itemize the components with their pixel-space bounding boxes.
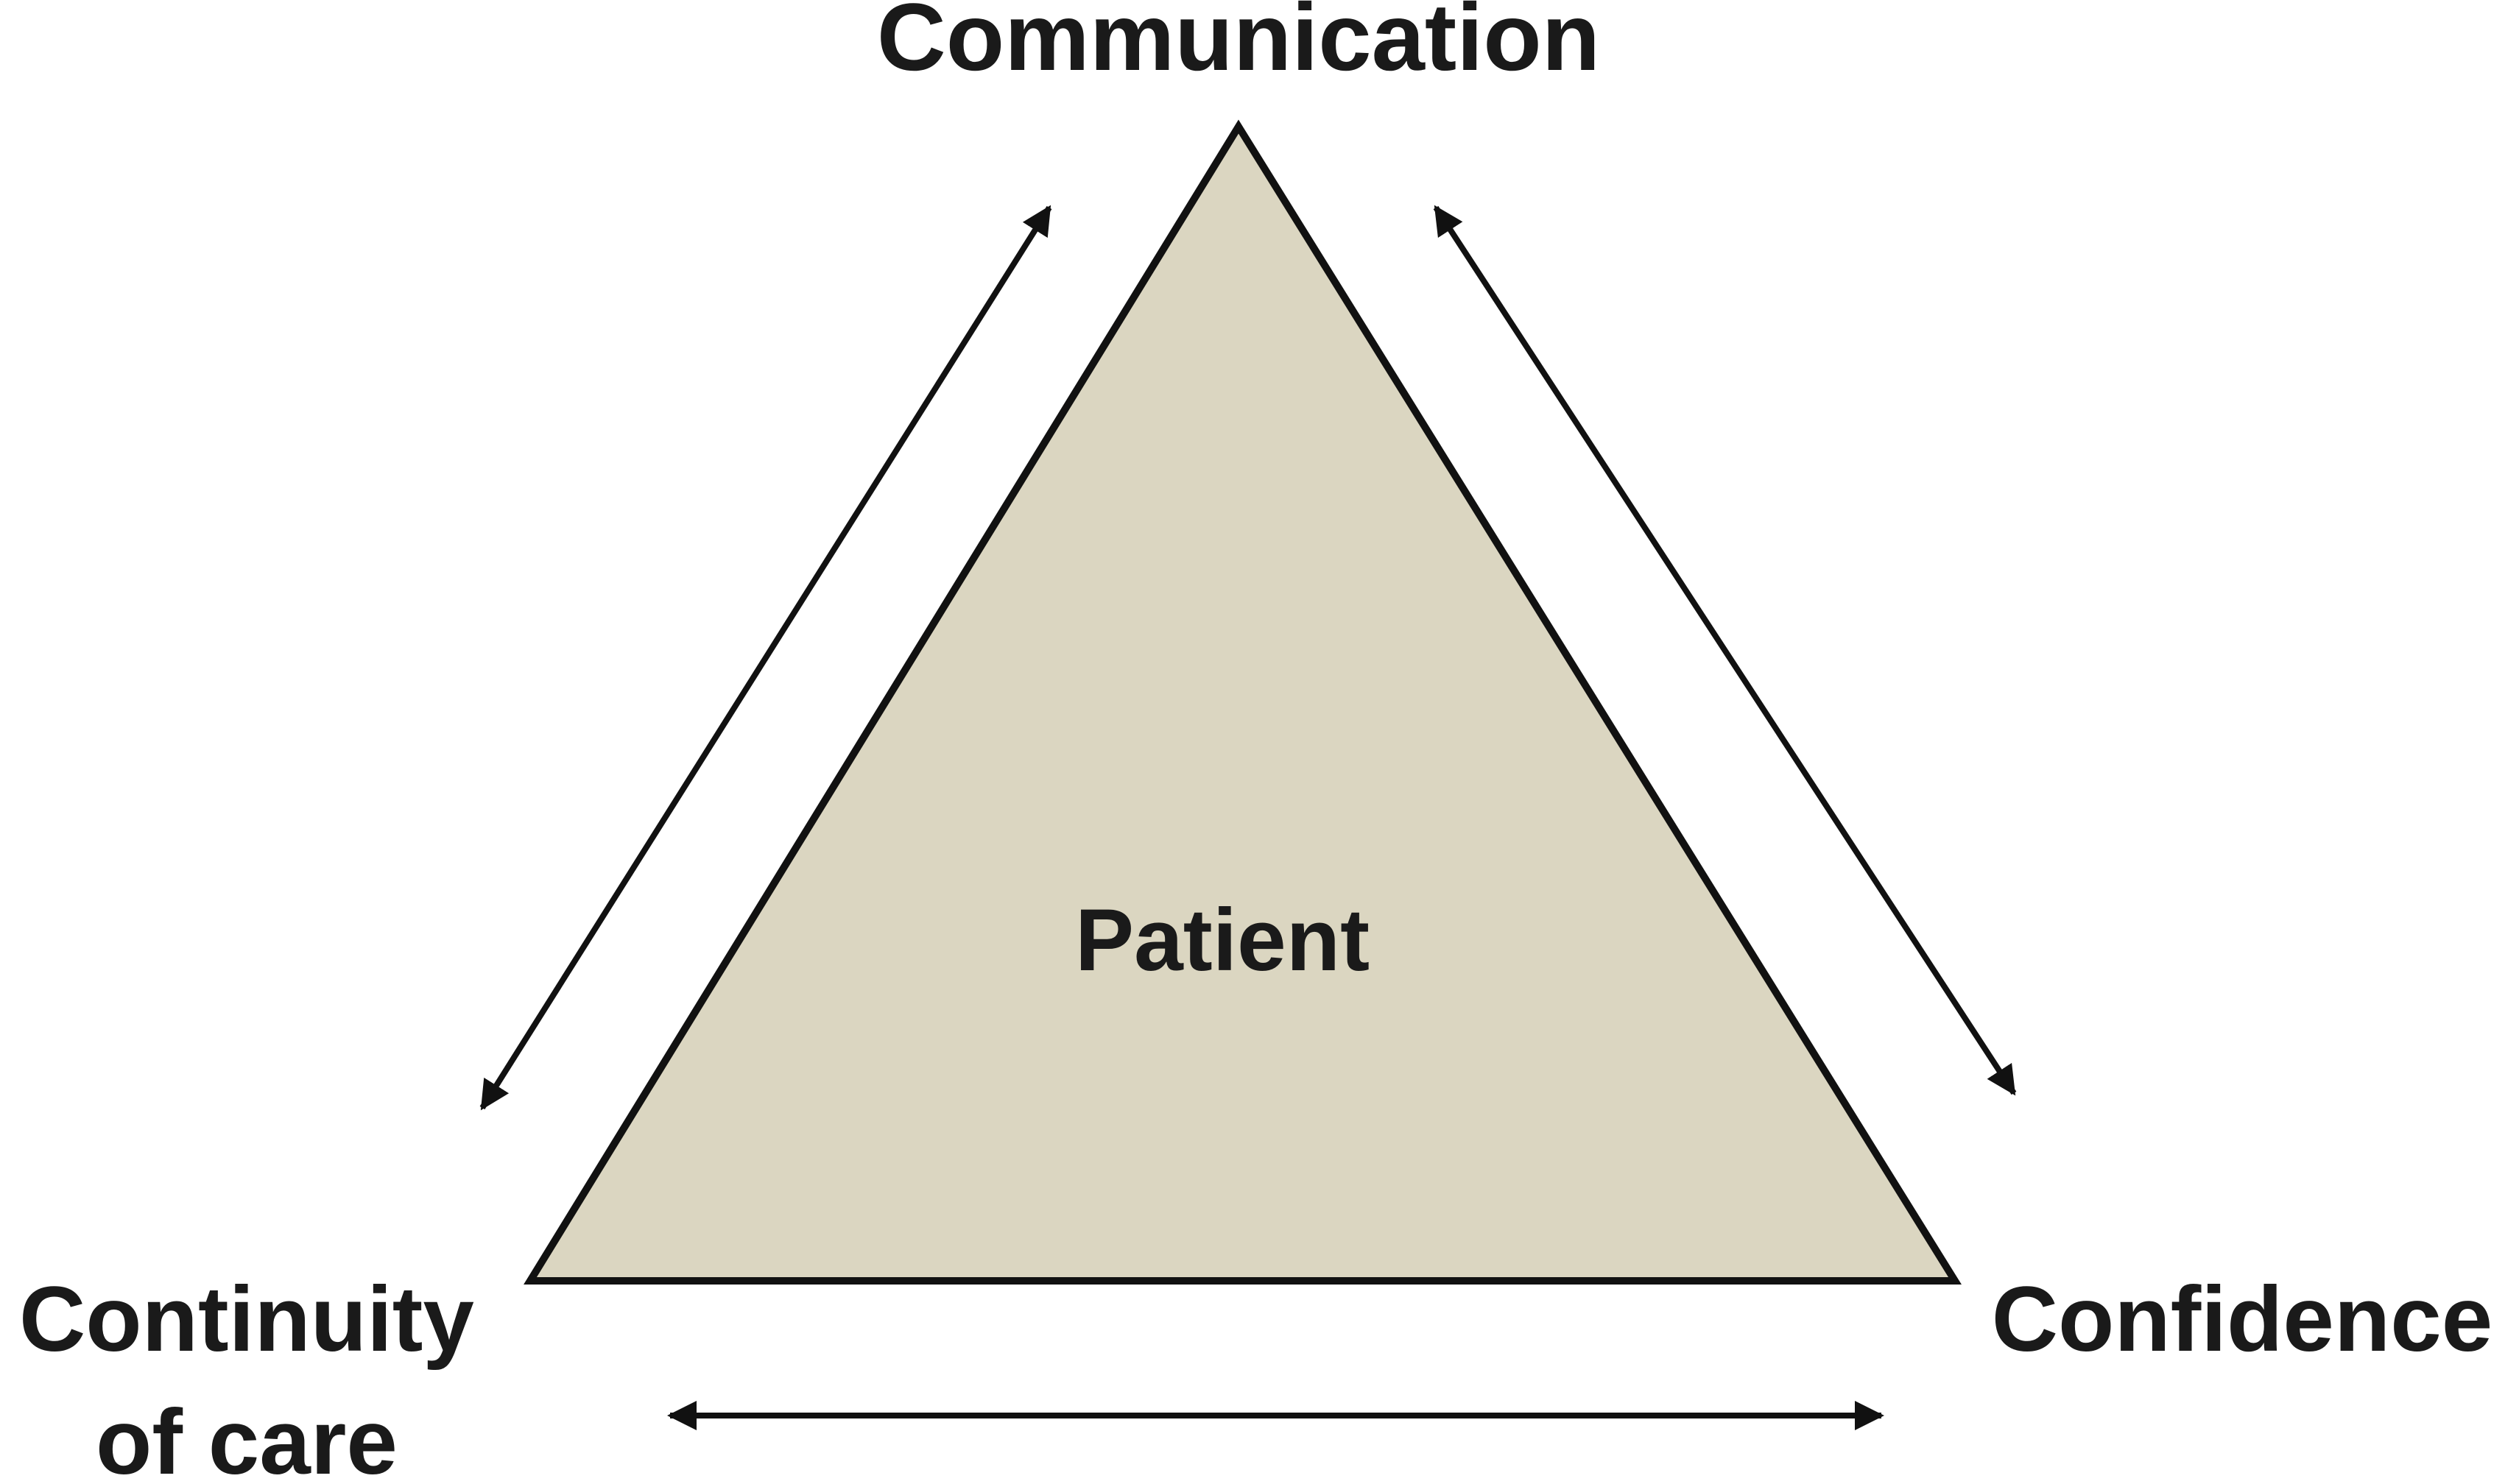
label-communication: Communication bbox=[877, 0, 1600, 91]
label-continuity-line2: of care bbox=[96, 1391, 398, 1484]
label-continuity-line1: Continuity bbox=[19, 1268, 474, 1371]
patient-triangle bbox=[524, 119, 1962, 1285]
label-confidence: Confidence bbox=[1992, 1268, 2493, 1371]
label-patient: Patient bbox=[1075, 891, 1370, 989]
arrow-continuity-communication bbox=[479, 205, 1052, 1111]
arrow-communication-confidence bbox=[1433, 205, 2017, 1096]
